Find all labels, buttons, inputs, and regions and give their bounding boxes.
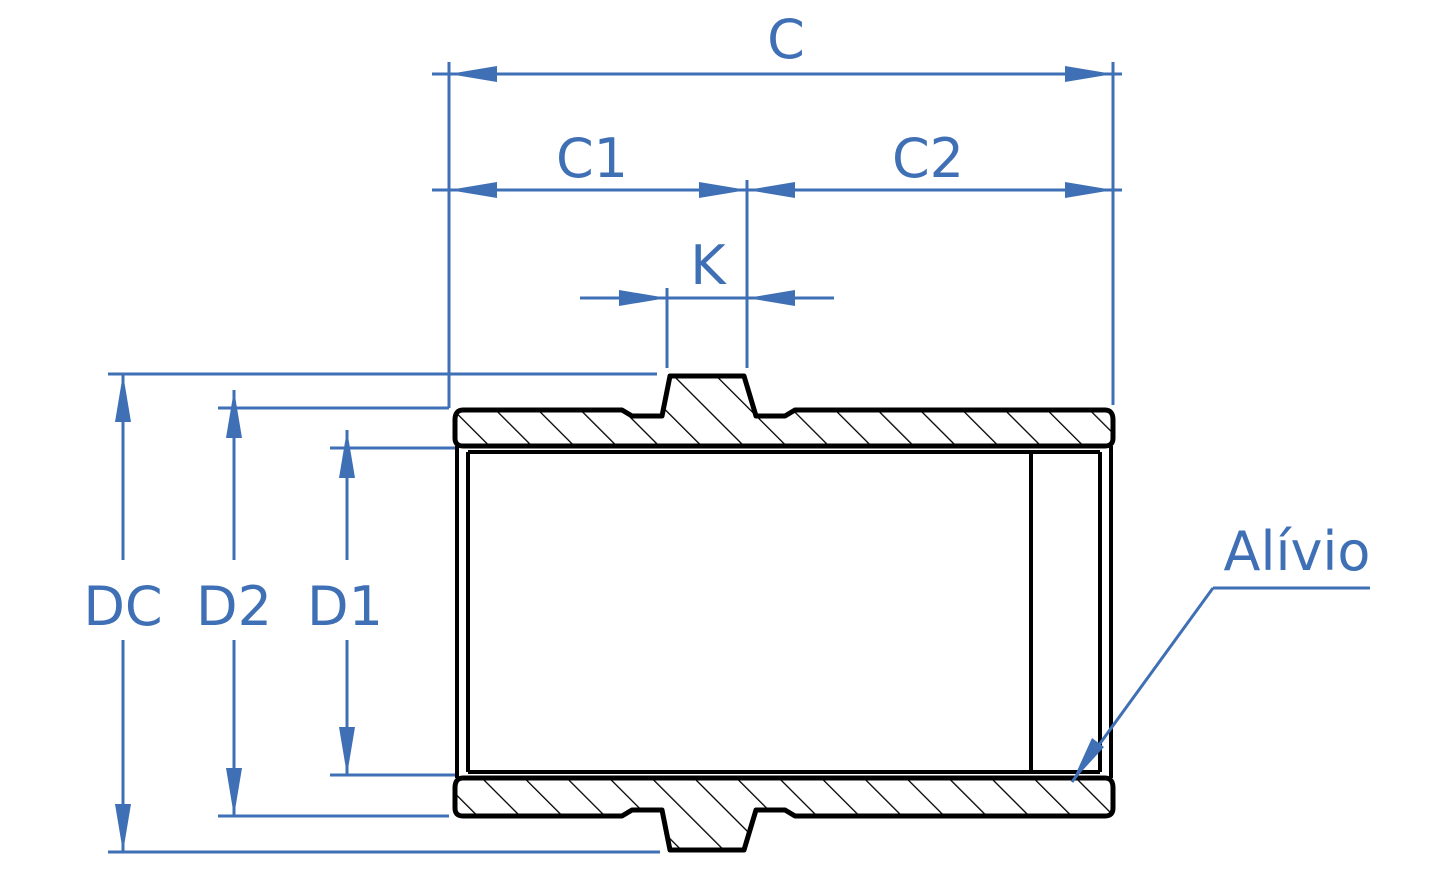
dimension-dc (108, 372, 660, 854)
arrow-relief (1072, 738, 1104, 782)
label-c2: C2 (892, 127, 964, 190)
dimension-c1-c2 (432, 180, 1122, 368)
label-c1: C1 (556, 127, 628, 190)
label-relief: Alívio (1224, 520, 1371, 583)
arrow-d1-top (339, 430, 355, 478)
arrow-k-left (619, 290, 667, 306)
arrow-k-right (747, 290, 795, 306)
arrow-c2-left (747, 182, 795, 198)
arrow-c1-left (449, 182, 497, 198)
arrow-d2-top (226, 390, 242, 438)
label-d1: D1 (307, 575, 383, 638)
dimension-d1 (330, 430, 455, 777)
label-d2: D2 (196, 575, 272, 638)
inner-bore (455, 446, 1113, 778)
dimension-d2 (218, 374, 451, 818)
arrow-c-left (449, 66, 497, 82)
dimension-c (432, 62, 1122, 405)
arrow-dc-top (115, 374, 131, 422)
arrow-dc-bottom (115, 804, 131, 852)
arrow-d2-bottom (226, 768, 242, 816)
arrow-c1-right (699, 182, 747, 198)
label-c: C (767, 8, 805, 71)
label-k: K (690, 234, 727, 297)
arrow-d1-bottom (339, 727, 355, 775)
bottom-wall-section (452, 775, 1116, 853)
label-dc: DC (83, 575, 162, 638)
dimension-k (580, 288, 834, 368)
arrow-c2-right (1065, 182, 1113, 198)
arrow-c-right (1065, 66, 1113, 82)
relief-leader (1070, 586, 1370, 783)
